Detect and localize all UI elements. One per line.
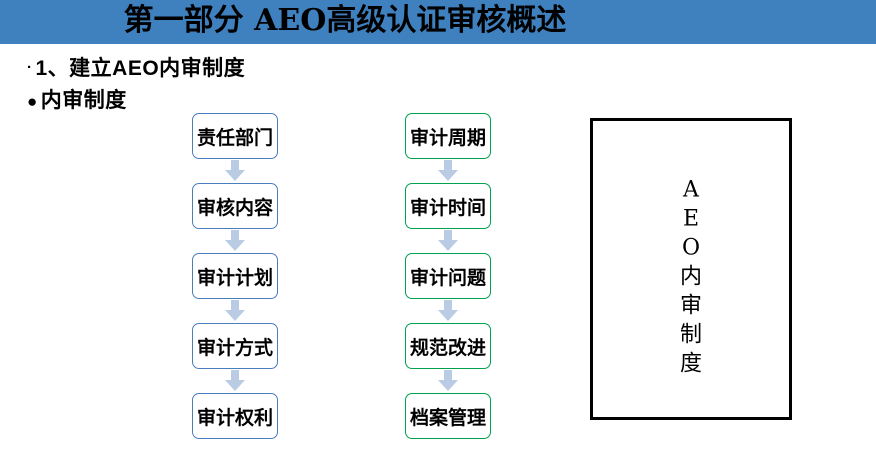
arrow-down-icon bbox=[438, 300, 458, 321]
title-bar: 第一部分 AEO高级认证审核概述 bbox=[0, 0, 876, 44]
flow-step-box[interactable]: 责任部门 bbox=[192, 113, 278, 159]
vertical-char: O bbox=[681, 235, 701, 261]
bullet-dot-icon: ● bbox=[27, 92, 38, 111]
aeo-system-panel: A E O 内 审 制 度 bbox=[590, 118, 792, 420]
flow-arrow-down bbox=[192, 299, 278, 323]
flow-step-label: 规范改进 bbox=[409, 337, 486, 359]
flow-arrow-down bbox=[192, 369, 278, 393]
flow-arrow-down bbox=[405, 159, 491, 183]
vertical-char: 审 bbox=[679, 293, 702, 319]
page-title: 第一部分 AEO高级认证审核概述 bbox=[123, 3, 567, 38]
bullet-line-1: ·1、建立AEO内审制度 bbox=[27, 52, 245, 82]
flow-arrow-down bbox=[405, 369, 491, 393]
flow-step-box[interactable]: 规范改进 bbox=[405, 323, 491, 369]
vertical-char: 度 bbox=[679, 351, 702, 377]
flow-step-box[interactable]: 审计权利 bbox=[192, 393, 278, 439]
vertical-char: 内 bbox=[679, 264, 702, 290]
flow-arrow-down bbox=[405, 299, 491, 323]
arrow-down-icon bbox=[438, 160, 458, 181]
flow-step-label: 责任部门 bbox=[196, 127, 273, 149]
right-flow-column: 审计周期 审计时间 审计问题 规范改进 bbox=[405, 113, 491, 439]
flow-arrow-down bbox=[192, 159, 278, 183]
flow-step-box[interactable]: 审计周期 bbox=[405, 113, 491, 159]
flow-step-label: 审计时间 bbox=[409, 197, 486, 219]
arrow-down-icon bbox=[225, 230, 245, 251]
flow-step-label: 审计问题 bbox=[409, 267, 486, 289]
flow-step-label: 审核内容 bbox=[196, 197, 273, 219]
flow-step-box[interactable]: 审计计划 bbox=[192, 253, 278, 299]
left-flow-column: 责任部门 审核内容 审计计划 审计方式 bbox=[192, 113, 278, 439]
arrow-down-icon bbox=[438, 230, 458, 251]
flow-step-box[interactable]: 档案管理 bbox=[405, 393, 491, 439]
vertical-char: A bbox=[683, 177, 699, 203]
flow-step-box[interactable]: 审核内容 bbox=[192, 183, 278, 229]
bullet-text-2: 内审制度 bbox=[40, 89, 127, 112]
flow-step-label: 审计权利 bbox=[196, 407, 273, 429]
arrow-down-icon bbox=[225, 370, 245, 391]
bullet-line-2: ●内审制度 bbox=[27, 84, 127, 114]
vertical-text-block: A E O 内 审 制 度 bbox=[593, 176, 789, 379]
flow-step-label: 审计方式 bbox=[196, 337, 273, 359]
flow-step-box[interactable]: 审计方式 bbox=[192, 323, 278, 369]
flow-step-box[interactable]: 审计时间 bbox=[405, 183, 491, 229]
flow-step-box[interactable]: 审计问题 bbox=[405, 253, 491, 299]
arrow-down-icon bbox=[225, 160, 245, 181]
vertical-char: E bbox=[682, 206, 700, 232]
bullet-text-1: 1、建立AEO内审制度 bbox=[35, 57, 246, 80]
flow-step-label: 档案管理 bbox=[409, 407, 486, 429]
bullet-marker-icon: · bbox=[27, 59, 33, 76]
arrow-down-icon bbox=[438, 370, 458, 391]
flow-step-label: 审计周期 bbox=[409, 127, 486, 149]
flow-arrow-down bbox=[192, 229, 278, 253]
vertical-char: 制 bbox=[679, 322, 702, 348]
arrow-down-icon bbox=[225, 300, 245, 321]
flow-step-label: 审计计划 bbox=[196, 267, 273, 289]
flow-arrow-down bbox=[405, 229, 491, 253]
